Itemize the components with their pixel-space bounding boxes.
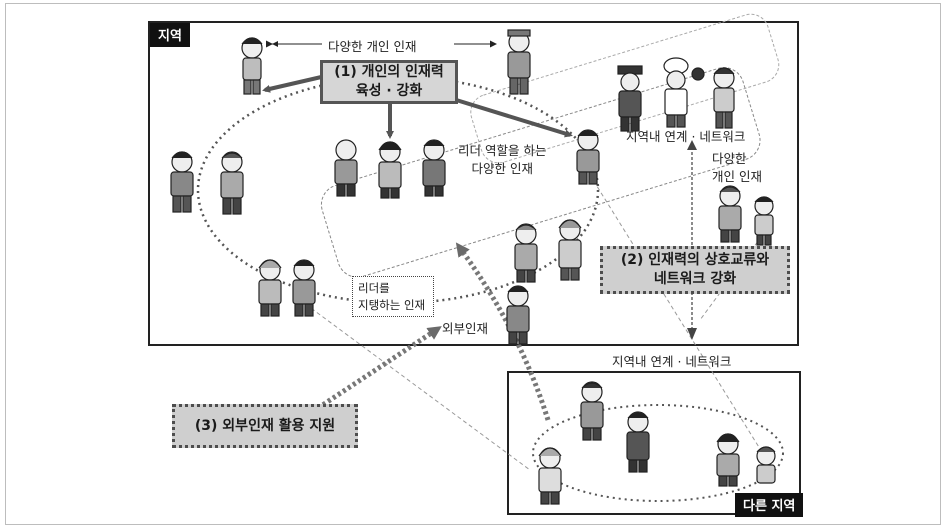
person-figure xyxy=(292,259,316,317)
box2-line2: 네트워크 강화 xyxy=(653,271,737,287)
network-ellipse-other xyxy=(532,404,784,502)
person-figure xyxy=(422,139,446,197)
person-figure xyxy=(258,259,282,317)
person-figure xyxy=(378,141,402,199)
person-figure xyxy=(220,151,244,215)
other-region-border xyxy=(507,371,801,515)
person-figure xyxy=(626,411,650,473)
person-figure xyxy=(617,65,643,132)
network-label-outside: 지역내 연계 · 네트워크 xyxy=(612,354,732,369)
person-figure xyxy=(558,219,582,281)
region-tag: 지역 xyxy=(150,23,190,47)
person-figure xyxy=(756,446,776,484)
person-figure xyxy=(663,57,705,128)
diverse-personnel-top-label: 다양한 개인 인재 xyxy=(328,39,417,54)
person-figure xyxy=(713,67,735,129)
person-figure xyxy=(538,447,562,505)
person-figure xyxy=(507,29,531,95)
support-arrow xyxy=(316,326,442,411)
person-figure xyxy=(716,433,740,487)
other-region-tag: 다른 지역 xyxy=(735,493,804,517)
person-figure xyxy=(170,151,194,213)
person-figure xyxy=(754,196,774,246)
box2-line1: (2) 인재력의 상호교류와 xyxy=(620,252,770,269)
network-label-inside: 지역내 연계 · 네트워크 xyxy=(626,129,746,144)
leader-role-label: 리더 역할을 하는 다양한 인재 xyxy=(458,143,547,177)
person-figure xyxy=(514,223,538,283)
box-mutual-exchange: (2) 인재력의 상호교류와 네트워크 강화 xyxy=(600,246,790,294)
support-leader-label: 리더를 지탱하는 인재 xyxy=(352,276,434,318)
leader-group-box xyxy=(320,67,761,278)
external-arrow-up xyxy=(455,242,551,421)
person-figure xyxy=(241,37,263,95)
box-external-support: (3) 외부인재 활용 지원 xyxy=(172,404,358,448)
box1-line1: (1) 개인의 인재력 xyxy=(334,64,444,81)
box1-line2: 육성 · 강화 xyxy=(355,83,423,99)
person-figure xyxy=(506,285,530,345)
figure-frame xyxy=(5,3,941,525)
diverse-personnel-right-label: 다양한 개인 인재 xyxy=(712,151,762,184)
person-figure xyxy=(576,129,600,185)
person-figure xyxy=(718,185,742,243)
external-person-label: 외부인재 xyxy=(442,321,489,336)
person-figure xyxy=(580,381,604,441)
region-border xyxy=(148,21,799,346)
box-individual-capacity: (1) 개인의 인재력 육성 · 강화 xyxy=(320,60,458,104)
person-figure xyxy=(334,139,358,197)
